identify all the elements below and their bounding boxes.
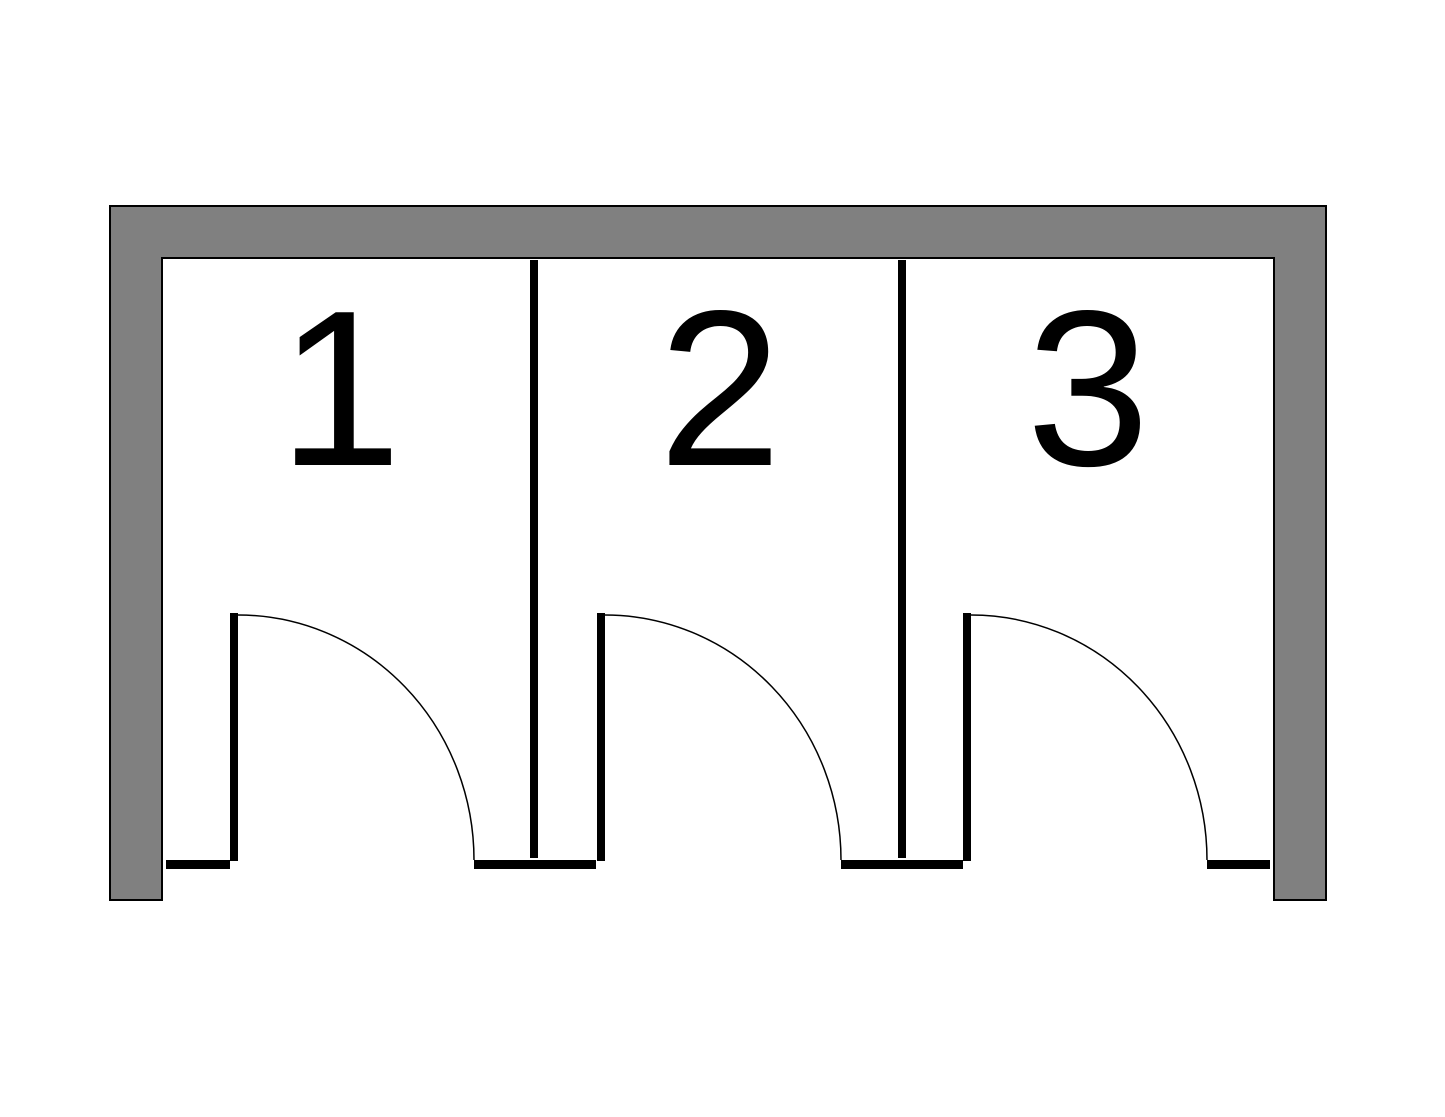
door-jamb-right [1207,860,1270,869]
stall-label-1: 1 [278,265,401,513]
stall-1 [166,613,475,869]
door-swing-arc [237,614,475,861]
door-jamb-2-3 [841,860,963,869]
stall-2 [597,613,842,861]
door-jamb-left [166,860,230,869]
partition-1-2 [530,260,538,858]
door-leaf[interactable] [230,613,238,861]
stall-3 [963,613,1270,869]
door-swing-arc [970,614,1208,861]
outer-wall [109,205,1327,901]
partition-2-3 [898,260,906,858]
door-swing-arc [604,614,842,861]
door-leaf[interactable] [597,613,605,861]
stall-label-3: 3 [1026,265,1149,513]
door-jamb-1-2 [474,860,596,869]
stall-label-2: 2 [658,265,781,513]
door-leaf[interactable] [963,613,971,861]
